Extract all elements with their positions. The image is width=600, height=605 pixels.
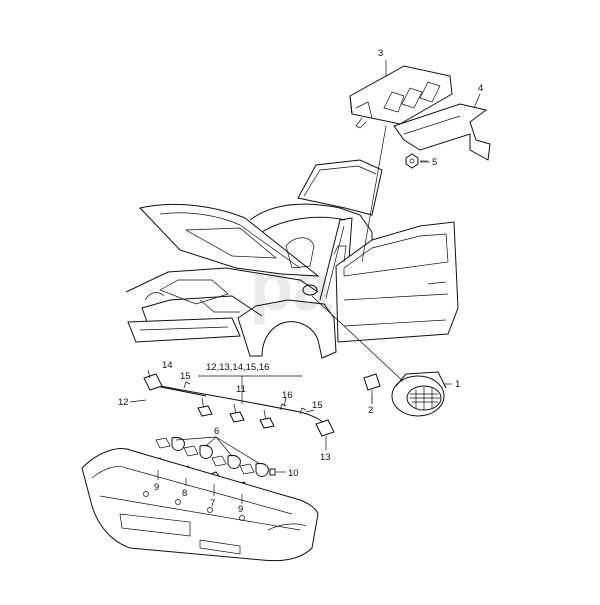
callout-6: 6	[214, 426, 219, 437]
wiring-harness	[143, 373, 335, 437]
callout-8: 8	[182, 488, 187, 499]
callout-15-left: 15	[180, 371, 191, 382]
callout-14: 14	[162, 360, 173, 371]
callout-10: 10	[288, 468, 299, 479]
callout-9-left: 9	[154, 482, 159, 493]
callout-5: 5	[432, 157, 437, 168]
car-body-illustration	[125, 159, 459, 359]
callout-16: 16	[282, 390, 293, 401]
callout-9-right: 9	[238, 504, 243, 515]
callout-1: 1	[455, 379, 460, 390]
control-unit-assembly	[349, 65, 491, 263]
callout-3: 3	[378, 48, 383, 59]
callout-4: 4	[478, 83, 483, 94]
callout-13: 13	[320, 452, 331, 463]
callout-12: 12	[118, 397, 129, 408]
leader-lines	[129, 60, 481, 504]
callout-labels: 3 4 5 1 2 14 15 12,13,14,15,16 11 16 12 …	[118, 48, 483, 515]
callout-7: 7	[210, 498, 215, 509]
callout-group-12-16: 12,13,14,15,16	[206, 362, 269, 373]
callout-2: 2	[368, 405, 373, 416]
bumper	[81, 448, 319, 562]
callout-11: 11	[236, 384, 246, 395]
callout-15-right: 15	[312, 400, 323, 411]
warning-buzzer-assembly	[311, 295, 447, 417]
